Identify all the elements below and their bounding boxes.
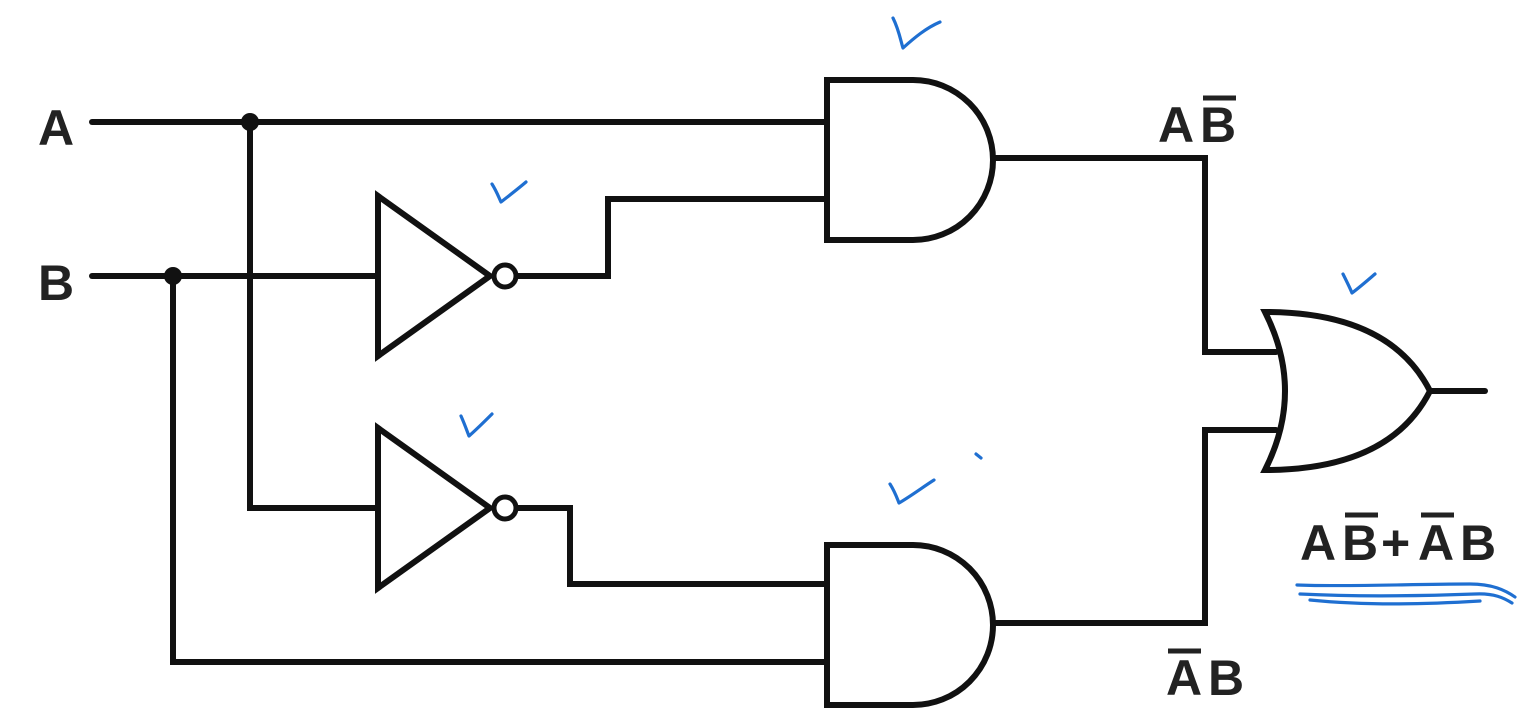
wire-b-to-and-bottom [170, 273, 830, 665]
or-output-term-4: B [1460, 515, 1496, 571]
check-mark-not-top [490, 180, 528, 204]
and-top-output-term-b: B [1200, 97, 1236, 153]
and-bottom-output-term-a: A [1166, 650, 1202, 706]
underline-scribble [1295, 582, 1517, 606]
and-top-output-term-a: A [1158, 97, 1194, 153]
or-gate [1260, 308, 1434, 474]
not-gate-bottom-bubble [491, 494, 519, 522]
and-bottom-output-label: A B [1166, 648, 1244, 706]
wire-and-bottom-to-or [990, 427, 1279, 626]
and-gate-top [824, 77, 996, 243]
handwritten-annotations [459, 16, 1517, 606]
wire-not-top-to-and-top [514, 196, 830, 279]
stray-ink-dot [974, 452, 983, 460]
wire-a-to-not-bottom [247, 119, 381, 511]
and-top-output-label: A B [1158, 95, 1236, 153]
junction-a [241, 113, 259, 131]
not-gate-bottom [375, 422, 496, 594]
input-b-label: B [38, 255, 74, 311]
check-mark-not-bottom [459, 412, 494, 438]
wire-not-bottom-to-and-bottom [514, 505, 830, 587]
not-gate-top [375, 190, 496, 362]
check-mark-and-top [891, 16, 942, 50]
and-bottom-output-term-b: B [1208, 650, 1244, 706]
and-gate-bottom [824, 542, 996, 708]
wires [89, 119, 1488, 665]
or-output-term-3: A [1418, 515, 1454, 571]
or-output-plus: + [1381, 515, 1410, 571]
check-mark-or [1341, 272, 1377, 295]
input-a-label: A [38, 100, 74, 156]
not-gate-top-bubble [491, 262, 519, 290]
or-output-expression: A B + A B [1300, 512, 1496, 571]
or-output-term-1: A [1300, 515, 1336, 571]
junction-b [164, 267, 182, 285]
wire-and-top-to-or [990, 155, 1279, 355]
check-mark-and-bottom [888, 478, 936, 505]
or-output-term-2: B [1342, 515, 1378, 571]
